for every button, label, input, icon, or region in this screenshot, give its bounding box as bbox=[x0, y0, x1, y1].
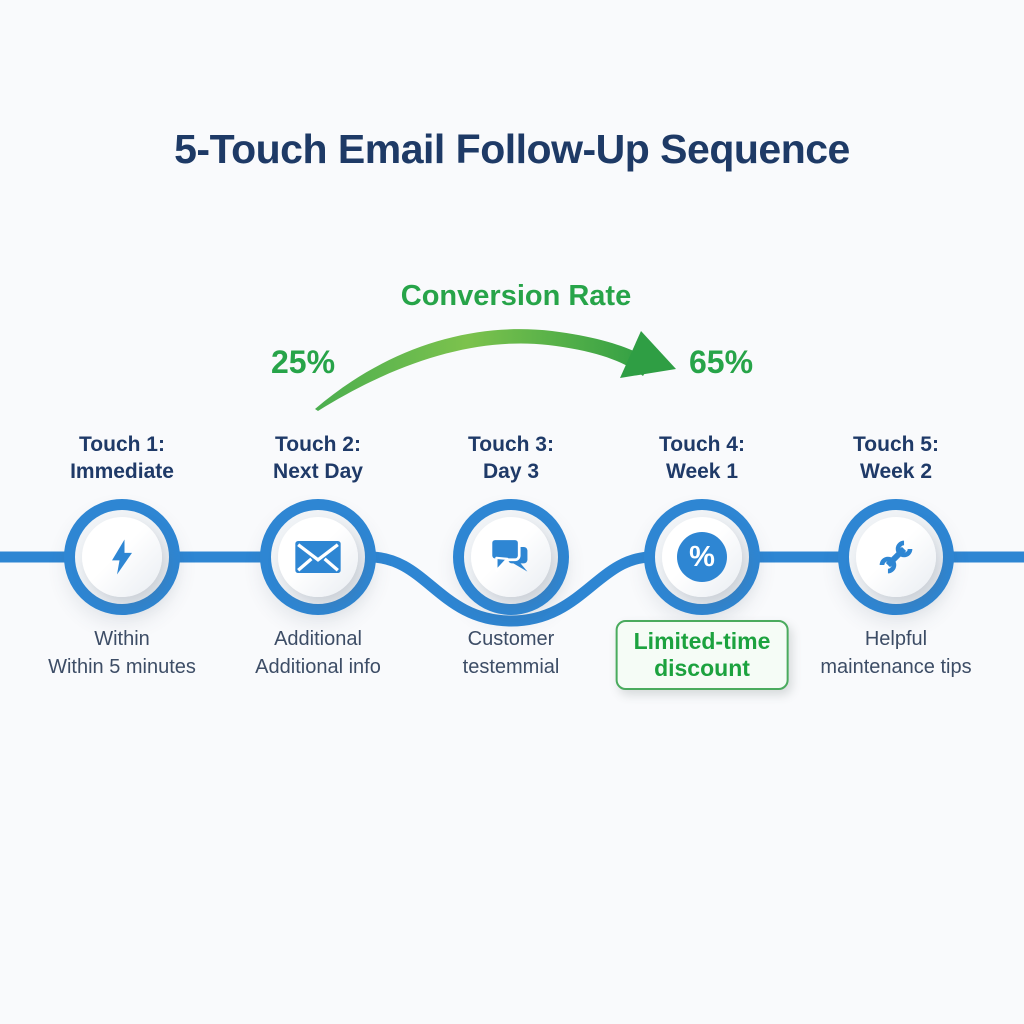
touch-label-3: Touch 3: Day 3 bbox=[468, 433, 554, 483]
touch-caption-1: Within Within 5 minutes bbox=[48, 628, 196, 678]
touch-caption-2: Additional Additional info bbox=[255, 628, 381, 678]
node-ring: % bbox=[644, 499, 760, 615]
touch-node-1 bbox=[64, 499, 180, 615]
touch-label-1: Touch 1: Immediate bbox=[70, 433, 174, 483]
lightning-bolt-icon bbox=[112, 539, 132, 575]
node-ring bbox=[838, 499, 954, 615]
node-inner-circle: % bbox=[662, 517, 742, 597]
node-ring bbox=[260, 499, 376, 615]
node-inner-circle bbox=[856, 517, 936, 597]
wrench-icon bbox=[879, 540, 913, 574]
conversion-rate-label: Conversion Rate bbox=[400, 280, 632, 312]
touch-node-4: % bbox=[644, 499, 760, 615]
touch-node-2 bbox=[260, 499, 376, 615]
touch-label-4: Touch 4: Week 1 bbox=[659, 433, 745, 483]
node-inner-circle bbox=[278, 517, 358, 597]
conversion-start-value: 25% bbox=[270, 344, 336, 380]
conversion-end-value: 65% bbox=[688, 344, 754, 380]
arrow-head bbox=[620, 331, 676, 378]
page-title: 5-Touch Email Follow-Up Sequence bbox=[174, 126, 850, 172]
envelope-icon bbox=[295, 540, 341, 574]
arrow-body bbox=[315, 329, 652, 411]
node-inner-circle bbox=[82, 517, 162, 597]
touch-label-5: Touch 5: Week 2 bbox=[853, 433, 939, 483]
touch-node-5 bbox=[838, 499, 954, 615]
limited-time-discount-badge: Limited-time discount bbox=[615, 620, 789, 690]
node-ring bbox=[64, 499, 180, 615]
touch-label-2: Touch 2: Next Day bbox=[273, 433, 363, 483]
touch-caption-5: Helpful maintenance tips bbox=[820, 628, 972, 678]
touch-node-3 bbox=[453, 499, 569, 615]
percent-icon: % bbox=[677, 532, 727, 582]
chat-bubbles-icon bbox=[489, 537, 528, 572]
node-inner-circle bbox=[471, 517, 551, 597]
touch-caption-3: Customer testemmial bbox=[462, 628, 560, 678]
node-ring bbox=[453, 499, 569, 615]
